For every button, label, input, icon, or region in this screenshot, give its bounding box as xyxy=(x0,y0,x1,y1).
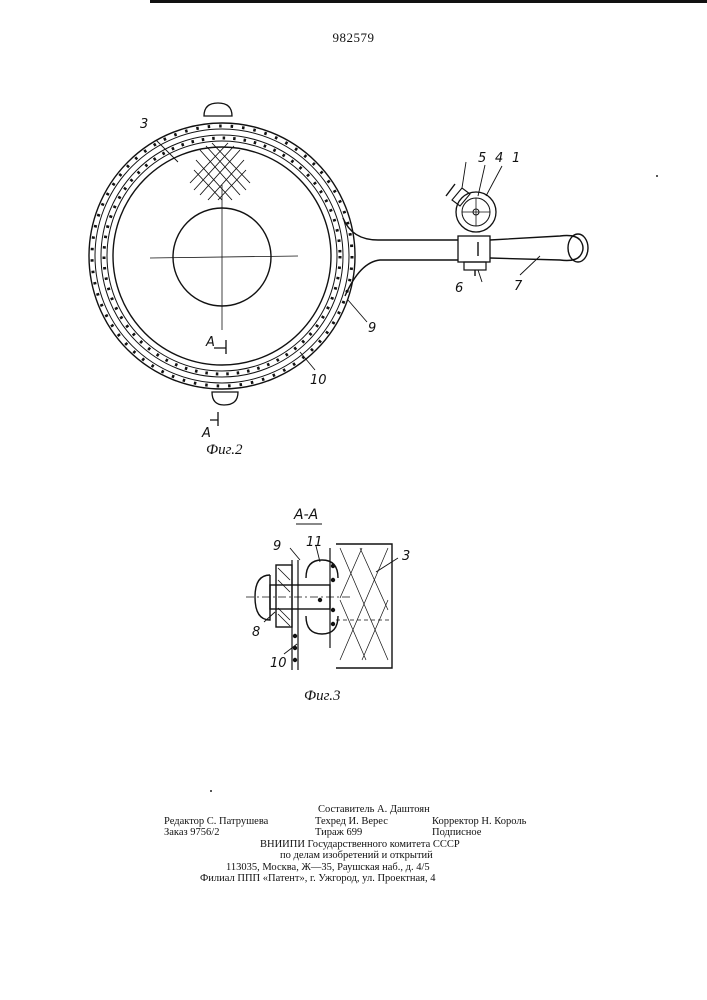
footer-row-compiler: Составитель А. Даштоян xyxy=(160,804,560,816)
bottom-bolt-head xyxy=(212,392,238,405)
handle-arm-lower xyxy=(345,260,458,296)
nut-6 xyxy=(464,262,486,270)
section-mark-bottom xyxy=(210,412,218,426)
label-fig3-3: 3 xyxy=(402,549,410,564)
leader-6 xyxy=(478,270,482,282)
footer-row-address: 113035, Москва, Ж—35, Раушская наб., д. … xyxy=(160,862,560,874)
section-mark-top xyxy=(214,340,226,354)
leader-1 xyxy=(486,166,502,196)
label-9: 9 xyxy=(368,321,376,336)
editor: Редактор С. Патрушева xyxy=(164,816,268,828)
gauge-lever-5 xyxy=(452,188,470,206)
order: Заказ 9756/2 xyxy=(164,827,219,839)
handle-arm-upper xyxy=(343,218,458,240)
figure-3-caption: Фиг.3 xyxy=(304,688,340,704)
footer-row-editors: Редактор С. Патрушева Техред И. Верес Ко… xyxy=(160,816,560,828)
branch-address: Филиал ППП «Патент», г. Ужгород, ул. Про… xyxy=(200,873,435,885)
label-fig3-11: 11 xyxy=(306,535,323,550)
section-letter-top: А xyxy=(205,335,215,350)
scan-speck xyxy=(210,790,212,792)
scan-speck xyxy=(656,175,658,177)
leader-4 xyxy=(478,165,485,196)
label-fig3-10: 10 xyxy=(270,656,287,671)
footer-row-org-2: по делам изобретений и открытий xyxy=(160,850,560,862)
section-hatch xyxy=(340,548,388,660)
spring-11-top xyxy=(306,560,338,578)
gauge-lever-tip xyxy=(446,184,455,196)
org-address: 113035, Москва, Ж—35, Раушская наб., д. … xyxy=(226,862,430,874)
leader-5 xyxy=(462,162,466,188)
label-1: 1 xyxy=(512,151,520,166)
org-line-2: по делам изобретений и открытий xyxy=(280,850,433,862)
label-6: 6 xyxy=(455,281,463,296)
leader-fig3-9 xyxy=(290,548,300,560)
compiler: Составитель А. Даштоян xyxy=(318,804,430,816)
label-fig3-9: 9 xyxy=(273,539,281,554)
leader-9 xyxy=(348,300,367,322)
clamp-body xyxy=(458,236,490,262)
figure-2-caption: Фиг.2 xyxy=(206,442,243,458)
subscription: Подписное xyxy=(432,827,481,839)
label-fig3-8: 8 xyxy=(252,625,260,640)
techred: Техред И. Верес xyxy=(315,816,388,828)
mesh-pattern xyxy=(190,143,250,200)
label-10: 10 xyxy=(310,373,327,388)
org-line-1: ВНИИПИ Государственного комитета СССР xyxy=(260,839,460,851)
footer-row-branch: Филиал ППП «Патент», г. Ужгород, ул. Про… xyxy=(160,873,560,885)
publication-footer: Составитель А. Даштоян Редактор С. Патру… xyxy=(160,804,560,885)
section-letter-bottom: А xyxy=(201,426,211,441)
label-4: 4 xyxy=(495,151,503,166)
top-bolt-head xyxy=(204,103,232,116)
grip-handle xyxy=(490,236,583,261)
leader-10 xyxy=(300,352,315,370)
label-7: 7 xyxy=(514,279,523,294)
circulation: Тираж 699 xyxy=(315,827,362,839)
label-5: 5 xyxy=(478,151,486,166)
footer-row-org-1: ВНИИПИ Государственного комитета СССР xyxy=(160,839,560,851)
horizontal-axis-line xyxy=(150,256,298,258)
footer-row-order: Заказ 9756/2 Тираж 699 Подписное xyxy=(160,827,560,839)
corrector: Корректор Н. Король xyxy=(432,816,526,828)
bolt-8-head xyxy=(255,575,270,620)
figure-3-title: А-А xyxy=(293,507,318,523)
drawing-canvas: 3 5 4 1 6 7 9 10 А А Фиг.2 xyxy=(0,0,707,800)
label-3: 3 xyxy=(140,117,148,132)
wire-dots-section xyxy=(293,564,335,662)
leader-fig3-3 xyxy=(376,558,398,572)
